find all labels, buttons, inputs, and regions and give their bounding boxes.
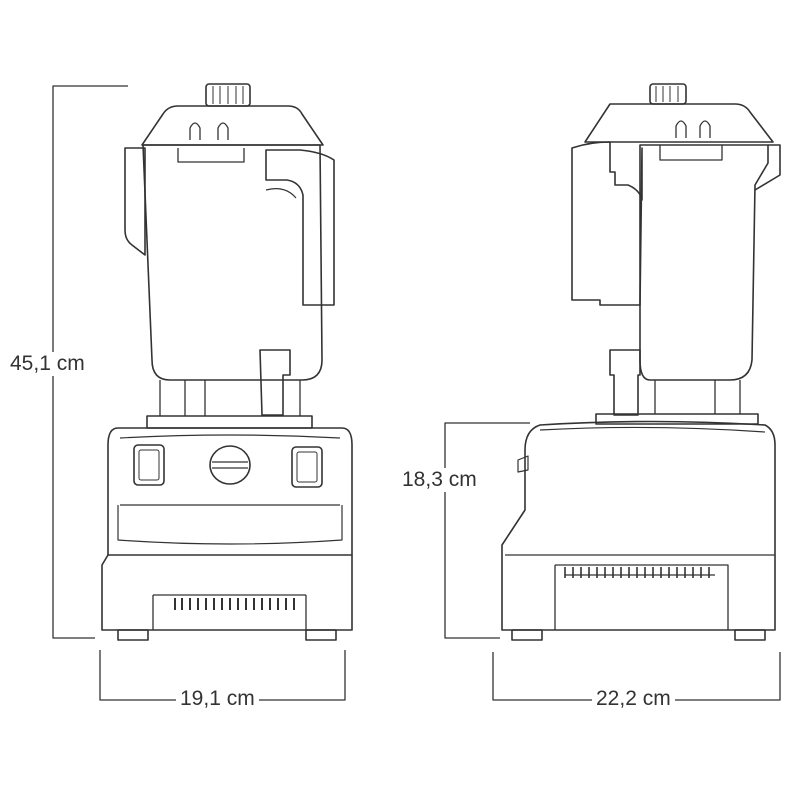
jar-handle — [265, 149, 335, 306]
jar-handle — [571, 141, 643, 306]
lid-knob — [649, 83, 687, 105]
left-switch — [133, 444, 165, 486]
blender-front-view — [101, 83, 353, 641]
motor-base — [501, 420, 776, 631]
vent — [174, 598, 295, 610]
vent — [564, 567, 710, 578]
jar — [639, 144, 769, 381]
foot-right — [305, 629, 337, 641]
jar — [142, 144, 323, 381]
base-top-plate — [146, 415, 313, 429]
base-height-label: 18,3 cm — [398, 468, 481, 492]
coupling-lock — [259, 349, 291, 416]
base-height-dimension-line — [444, 422, 530, 639]
width-label: 19,1 cm — [176, 687, 259, 711]
foot-left — [117, 629, 149, 641]
right-switch — [291, 446, 323, 488]
lid — [584, 103, 774, 143]
jar-spout — [124, 147, 146, 256]
total-height-label: 45,1 cm — [6, 352, 89, 376]
base-lower — [101, 554, 353, 631]
speed-dial — [209, 445, 251, 485]
jar-spout — [754, 144, 781, 191]
jar-neck — [159, 380, 301, 416]
depth-label: 22,2 cm — [592, 687, 675, 711]
blender-side-view — [501, 83, 781, 641]
lid — [141, 105, 324, 146]
coupling-lock — [609, 349, 641, 416]
jar-neck — [654, 380, 741, 414]
foot-front — [511, 629, 543, 641]
dimension-lines — [52, 85, 781, 701]
foot-back — [734, 629, 766, 641]
